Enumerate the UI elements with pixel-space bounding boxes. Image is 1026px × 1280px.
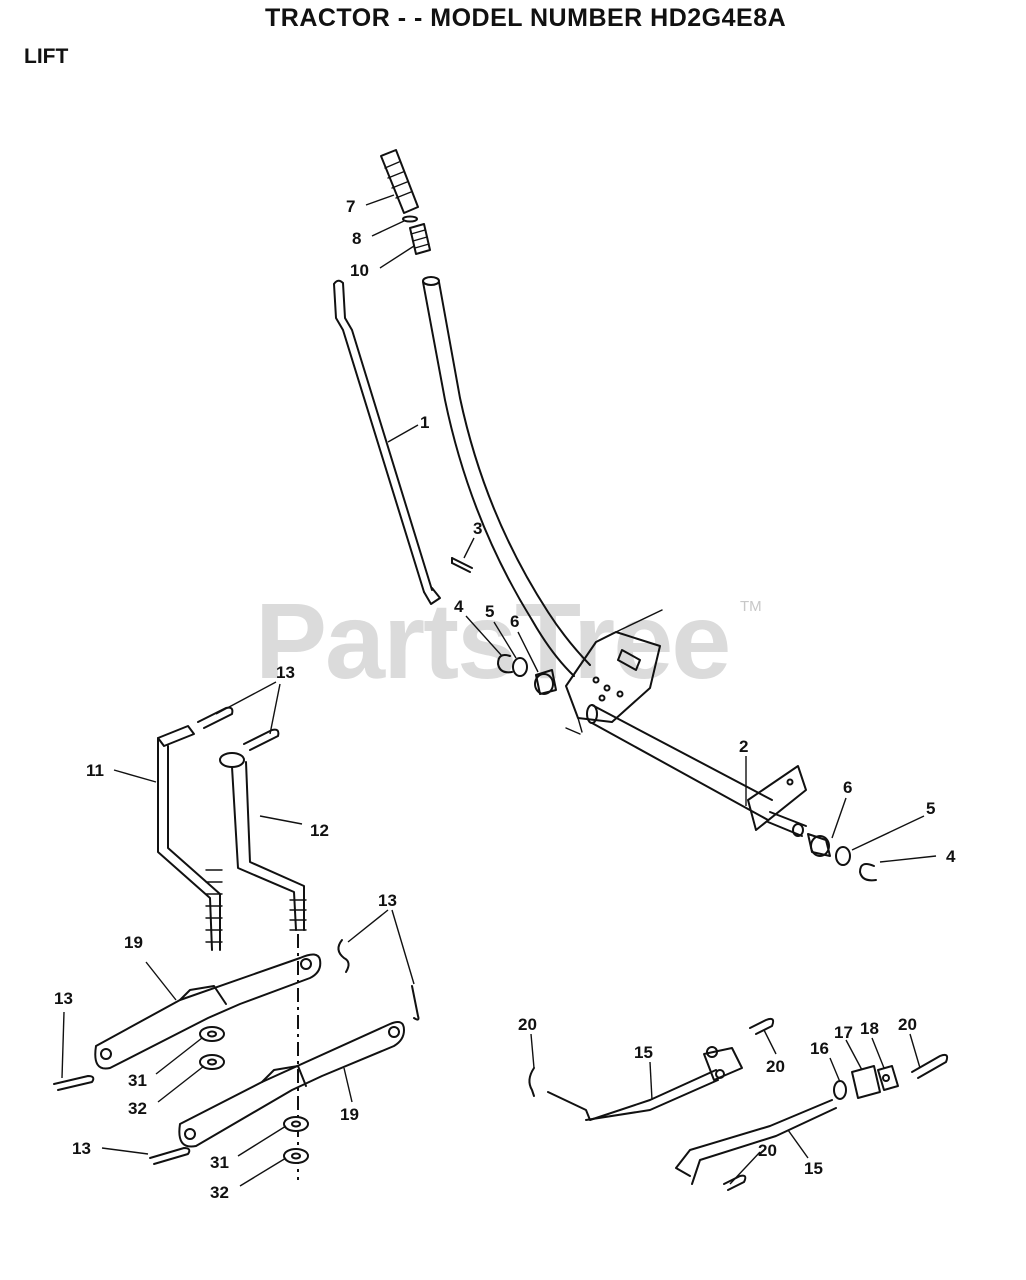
callout-5-right: 5 <box>926 799 935 818</box>
part-6-bushing-left[interactable] <box>534 669 557 695</box>
callout-5-left: 5 <box>485 602 494 621</box>
callout-32-lower: 32 <box>210 1183 229 1202</box>
part-4-clip-right[interactable] <box>859 863 877 882</box>
callout-19-lower: 19 <box>340 1105 359 1124</box>
lift-bracket-plate[interactable] <box>565 609 663 735</box>
part-4-clip-left[interactable] <box>497 654 513 674</box>
part-12-lift-link[interactable] <box>219 752 307 931</box>
section-label: LIFT <box>24 45 69 68</box>
part-6-bushing-right[interactable] <box>807 833 831 857</box>
callout-4-right: 4 <box>946 847 956 866</box>
callout-17: 17 <box>834 1023 853 1042</box>
callout-4-left: 4 <box>454 597 464 616</box>
part-16-washer[interactable] <box>833 1080 847 1100</box>
callout-13-bottom: 13 <box>72 1139 91 1158</box>
part-13-clip-left[interactable] <box>53 1075 95 1091</box>
callout-31-lower: 31 <box>210 1153 229 1172</box>
part-15-rod-lower[interactable] <box>675 1099 837 1185</box>
part-18-nut[interactable] <box>877 1065 899 1091</box>
callout-6-left: 6 <box>510 612 519 631</box>
callout-20-left: 20 <box>518 1015 537 1034</box>
part-20-clip-left[interactable] <box>528 1067 535 1097</box>
callout-15-upper: 15 <box>634 1043 653 1062</box>
part-11-lift-link[interactable] <box>157 725 223 951</box>
callout-13-left: 13 <box>54 989 73 1008</box>
lift-handle-tube[interactable] <box>422 276 591 677</box>
callout-20-right: 20 <box>898 1015 917 1034</box>
part-20-clip-lower[interactable] <box>723 1174 747 1191</box>
part-13-clip-right[interactable] <box>411 985 420 1021</box>
part-31-spacer-lower[interactable] <box>283 1116 309 1132</box>
callout-13-top: 13 <box>276 663 295 682</box>
callout-3: 3 <box>473 519 482 538</box>
part-15-rod-upper[interactable] <box>547 1046 743 1121</box>
callout-8: 8 <box>352 229 361 248</box>
callout-20-upper: 20 <box>766 1057 785 1076</box>
callout-6-right: 6 <box>843 778 852 797</box>
callout-11: 11 <box>86 761 104 780</box>
callout-2: 2 <box>739 737 748 756</box>
callout-7: 7 <box>346 197 355 216</box>
trademark-mark: TM <box>740 598 762 615</box>
part-17-block[interactable] <box>851 1065 881 1099</box>
part-5-washer-left[interactable] <box>512 657 528 677</box>
leader-lines <box>61 194 937 1187</box>
part-31-spacer-upper[interactable] <box>199 1026 225 1042</box>
part-8-washer[interactable] <box>402 215 418 223</box>
callout-32-upper: 32 <box>128 1099 147 1118</box>
callout-10: 10 <box>350 261 369 280</box>
part-13-clip-top-b[interactable] <box>243 728 280 751</box>
callout-15-lower: 15 <box>804 1159 823 1178</box>
part-1-lift-rod[interactable] <box>333 279 441 605</box>
part-7-handle-grip[interactable] <box>380 149 419 214</box>
part-13-clip-mid[interactable] <box>337 939 350 973</box>
callout-19-upper: 19 <box>124 933 143 952</box>
part-32-nut-upper[interactable] <box>199 1054 225 1070</box>
callout-1: 1 <box>420 413 429 432</box>
callout-12: 12 <box>310 821 329 840</box>
part-3-pin[interactable] <box>451 557 473 573</box>
part-20-clip-right[interactable] <box>911 1053 949 1079</box>
callout-20-lower: 20 <box>758 1141 777 1160</box>
part-13-clip-bottom[interactable] <box>149 1147 191 1165</box>
part-32-nut-lower[interactable] <box>283 1148 309 1164</box>
part-19-lift-arm-upper[interactable] <box>94 953 322 1070</box>
callout-31-upper: 31 <box>128 1071 147 1090</box>
part-10-spring[interactable] <box>409 223 431 255</box>
callout-16: 16 <box>810 1039 829 1058</box>
part-13-clip-top-a[interactable] <box>197 706 234 729</box>
part-2-lift-shaft[interactable] <box>586 704 807 837</box>
part-5-washer-right[interactable] <box>835 846 851 866</box>
part-20-clip-upper[interactable] <box>749 1017 775 1035</box>
callout-13-right: 13 <box>378 891 397 910</box>
callout-18: 18 <box>860 1019 879 1038</box>
page-title: TRACTOR - - MODEL NUMBER HD2G4E8A <box>265 4 787 32</box>
part-19-lift-arm-lower[interactable] <box>178 1021 405 1148</box>
